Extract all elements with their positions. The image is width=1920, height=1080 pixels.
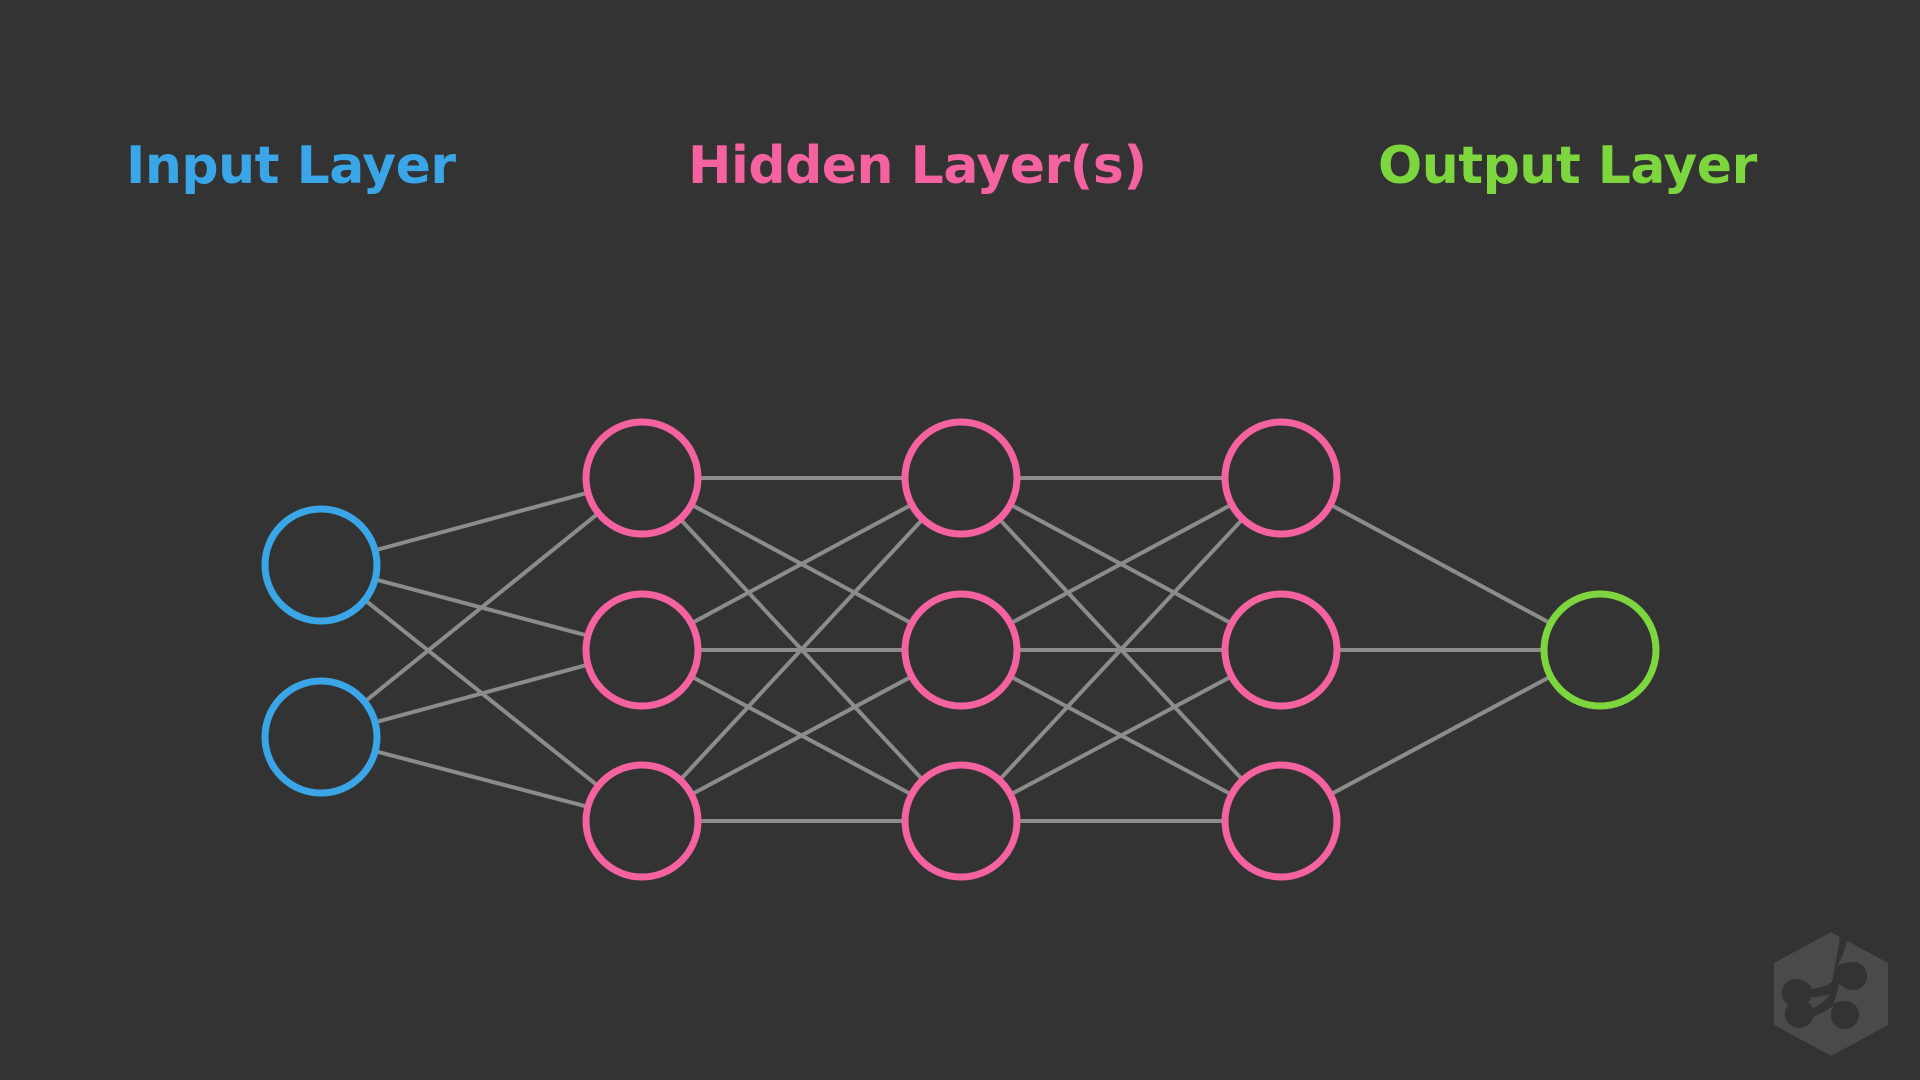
connection-edge: [997, 517, 1245, 782]
neuron-node-hidden-1-3: [582, 761, 702, 881]
connection-edge: [374, 662, 589, 725]
treehouse-logo: [1774, 932, 1888, 1056]
neuron-node-hidden-1-1: [582, 418, 702, 538]
connection-edge: [678, 517, 925, 782]
treehouse-mark-icon: [1782, 932, 1867, 1029]
connection-edge: [1329, 674, 1552, 797]
neuron-node-hidden-1-2: [582, 590, 702, 710]
connection-edge: [374, 490, 589, 553]
connection-edge: [1009, 674, 1233, 797]
hidden-layer-label: Hidden Layer(s): [688, 136, 1147, 196]
neuron-node-hidden-2-2: [901, 590, 1021, 710]
neuron-node-hidden-3-1: [1221, 418, 1341, 538]
input-layer-label: Input Layer: [126, 136, 456, 196]
connection-edge: [363, 511, 600, 704]
output-layer-label: Output Layer: [1378, 136, 1757, 196]
connection-edge: [1329, 502, 1552, 626]
node-group: [261, 418, 1660, 881]
neuron-node-input-1: [261, 505, 381, 625]
connection-edge: [690, 502, 913, 626]
neuron-node-hidden-2-3: [901, 761, 1021, 881]
neuron-node-hidden-3-2: [1221, 590, 1341, 710]
neuron-node-input-2: [261, 677, 381, 797]
edge-group: [363, 476, 1552, 823]
connection-edge: [1009, 502, 1233, 626]
connection-edge: [690, 674, 913, 797]
neuron-node-hidden-2-1: [901, 418, 1021, 538]
connection-edge: [374, 749, 589, 809]
neuron-node-hidden-3-3: [1221, 761, 1341, 881]
neuron-node-output-1: [1540, 590, 1660, 710]
